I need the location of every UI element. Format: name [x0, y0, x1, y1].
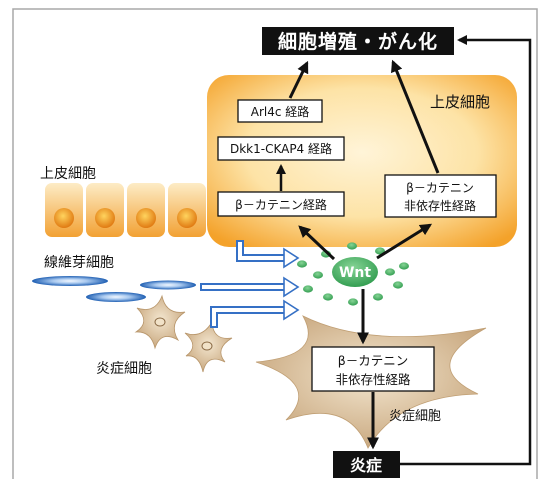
beta-catenin-independent-box	[384, 174, 497, 218]
left-inflammatory-label: 炎症細胞	[96, 361, 152, 377]
outcome-label: 細胞増殖・がん化	[278, 30, 438, 53]
cell-nucleus	[136, 208, 156, 228]
inflammatory-secretion-arrow	[210, 306, 285, 328]
epithelial-cells	[45, 183, 206, 237]
wnt-dot	[393, 281, 403, 289]
dkk1-ckap4-pathway-box	[217, 136, 345, 161]
arrowhead	[283, 276, 300, 298]
beta-catenin-pathway-label: β－カテニン経路	[235, 197, 327, 212]
wnt-dot	[303, 285, 313, 293]
wnt-ellipse	[332, 257, 378, 287]
cell-nucleus	[95, 208, 115, 228]
epithelial-secretion-arrow-inner	[238, 242, 285, 260]
independent-to-outcome-arrow	[391, 59, 440, 174]
wnt-dot	[313, 271, 323, 279]
wnt-dot	[385, 268, 395, 276]
fibroblast-cell	[86, 292, 146, 302]
inflammation-box	[333, 451, 400, 478]
arrowhead	[283, 299, 300, 321]
fibroblasts	[32, 276, 196, 302]
arrowhead	[283, 247, 300, 269]
wnt-dot	[347, 242, 357, 250]
inflammation-to-outcome-connector	[400, 35, 532, 466]
inflammatory-pathway-line1: β－カテニン	[338, 353, 408, 368]
arl4c-pathway-box	[237, 99, 323, 123]
epithelial-panel-label: 上皮細胞	[430, 93, 490, 111]
wnt-dots	[297, 242, 409, 306]
cell-nucleus	[54, 208, 74, 228]
wnt-dot	[375, 247, 385, 255]
wnt-dot	[323, 293, 333, 301]
fibroblast-cell	[32, 276, 108, 286]
wnt-to-independent-arrow	[376, 223, 433, 260]
wnt-to-beta-arrow	[298, 225, 336, 261]
beta-catenin-independent-line1: β－カテニン	[406, 181, 474, 195]
left-inflammatory-cells	[134, 294, 233, 373]
secretion-arrows	[200, 240, 300, 328]
inflammatory-cell-label: 炎症細胞	[389, 409, 441, 424]
arl4c-to-outcome-arrow	[288, 60, 309, 99]
wnt-dot	[297, 260, 307, 268]
inflammation-label: 炎症	[350, 456, 382, 475]
beta-catenin-pathway-box	[217, 191, 345, 217]
cell-nucleus	[201, 341, 213, 351]
inflammatory-secretion-arrow-inner	[212, 308, 285, 326]
wnt-dot	[348, 298, 358, 306]
inflammatory-pathway-box	[311, 346, 435, 392]
outcome-box	[262, 27, 454, 55]
wnt-dot	[399, 262, 409, 270]
fibroblast-cell	[140, 280, 196, 290]
left-epithelial-label: 上皮細胞	[40, 166, 96, 182]
beta-catenin-independent-line2: 非依存性経路	[404, 198, 476, 213]
arl4c-pathway-label: Arl4c 経路	[251, 104, 310, 119]
wnt-label: Wnt	[339, 265, 371, 281]
cell-nucleus	[154, 317, 166, 327]
outer-frame	[12, 8, 538, 479]
inflammatory-pathway-line2: 非依存性経路	[335, 372, 411, 387]
fibroblast-label: 線維芽細胞	[44, 255, 114, 271]
dkk1-ckap4-pathway-label: Dkk1-CKAP4 経路	[230, 141, 332, 156]
wnt-dot	[373, 293, 383, 301]
cell-nucleus	[177, 208, 197, 228]
